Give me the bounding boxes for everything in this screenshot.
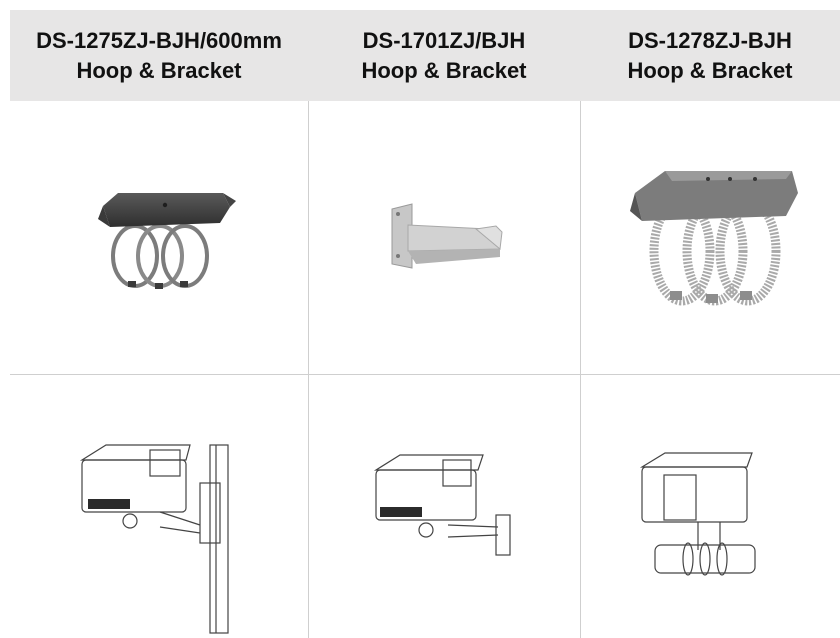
product-type: Hoop & Bracket xyxy=(76,57,242,83)
column-divider xyxy=(308,101,309,638)
product-type: Hoop & Bracket xyxy=(361,57,527,83)
model-name: DS-1701ZJ/BJH xyxy=(362,27,526,53)
column-header-3: DS-1278ZJ-BJH Hoop & Bracket xyxy=(580,10,840,101)
product-image-1275zj xyxy=(10,101,308,374)
model-name: DS-1275ZJ-BJH/600mm xyxy=(36,27,282,53)
product-type: Hoop & Bracket xyxy=(627,57,793,83)
row-divider xyxy=(10,374,840,375)
installation-drawing-1701zj xyxy=(308,375,580,638)
column-header-2: DS-1701ZJ/BJH Hoop & Bracket xyxy=(308,10,580,101)
model-name: DS-1278ZJ-BJH xyxy=(628,27,792,53)
installation-drawing-1278zj xyxy=(580,375,840,638)
installation-drawing-1275zj xyxy=(10,375,308,638)
column-header-1: DS-1275ZJ-BJH/600mm Hoop & Bracket xyxy=(10,10,308,101)
product-image-1278zj xyxy=(580,101,840,374)
column-divider xyxy=(580,101,581,638)
product-image-1701zj xyxy=(308,101,580,374)
